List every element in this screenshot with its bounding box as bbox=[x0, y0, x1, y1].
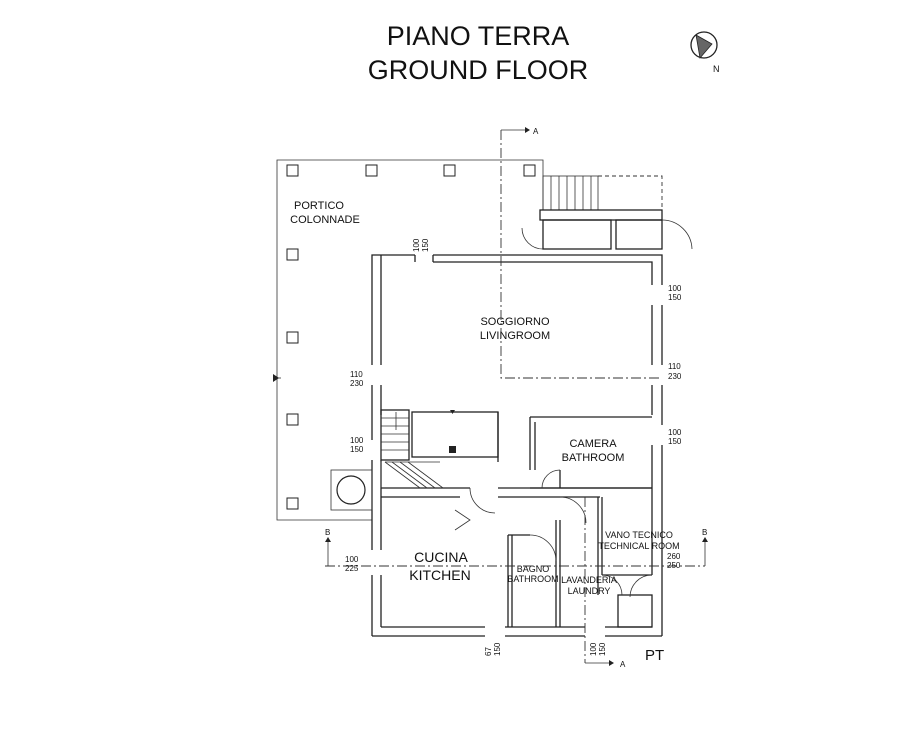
dimension-bottom-left: 67 150 bbox=[484, 642, 502, 656]
svg-text:100: 100 bbox=[668, 284, 682, 293]
svg-text:150: 150 bbox=[350, 445, 364, 454]
round-column bbox=[330, 469, 373, 511]
svg-text:230: 230 bbox=[350, 379, 364, 388]
svg-text:150: 150 bbox=[598, 642, 607, 656]
section-label-b-right: B bbox=[702, 528, 707, 537]
room-label-bagno-en: BATHROOM bbox=[507, 574, 558, 584]
door-swings bbox=[454, 469, 653, 598]
svg-text:225: 225 bbox=[345, 564, 359, 573]
dimension-left-mid: 110 230 bbox=[350, 370, 364, 388]
room-label-laundry: LAUNDRY bbox=[568, 586, 611, 596]
svg-text:110: 110 bbox=[350, 370, 363, 379]
room-label-soggiorno: SOGGIORNO bbox=[480, 316, 550, 328]
room-label-kitchen: KITCHEN bbox=[409, 567, 470, 583]
svg-text:100: 100 bbox=[345, 555, 359, 564]
dimension-kitchen-left: 100 225 bbox=[345, 555, 359, 573]
room-label-bagno: BAGNO bbox=[517, 564, 550, 574]
interior-partitions bbox=[380, 409, 653, 628]
north-label: N bbox=[713, 64, 720, 74]
interior-stair bbox=[380, 410, 456, 489]
svg-text:150: 150 bbox=[668, 437, 682, 446]
section-line-b bbox=[325, 537, 708, 567]
plan-title-english: GROUND FLOOR bbox=[368, 55, 589, 85]
dimension-left-lower: 100 150 bbox=[350, 436, 364, 454]
room-label-lavanderia: LAVANDERIA bbox=[561, 575, 617, 585]
exterior-stair bbox=[521, 175, 693, 250]
room-label-technical-room: TECHNICAL ROOM bbox=[598, 541, 679, 551]
dimension-bottom-right: 100 150 bbox=[589, 642, 607, 656]
section-label-b-left: B bbox=[325, 528, 330, 537]
room-label-cucina: CUCINA bbox=[414, 549, 468, 565]
svg-text:150: 150 bbox=[493, 642, 502, 656]
svg-text:100: 100 bbox=[668, 428, 682, 437]
room-label-camera: CAMERA bbox=[569, 438, 617, 450]
room-label-colonnade: COLONNADE bbox=[290, 214, 360, 226]
plan-title-italian: PIANO TERRA bbox=[387, 21, 570, 51]
svg-text:230: 230 bbox=[668, 372, 682, 381]
svg-text:150: 150 bbox=[421, 238, 430, 252]
dimension-right-upper: 100 150 bbox=[668, 284, 682, 302]
svg-text:250: 250 bbox=[667, 561, 681, 570]
svg-text:67: 67 bbox=[484, 647, 493, 656]
svg-text:100: 100 bbox=[350, 436, 364, 445]
portico-columns bbox=[286, 164, 536, 510]
dimension-camera-right: 100 150 bbox=[668, 428, 682, 446]
room-label-bathroom: BATHROOM bbox=[562, 452, 625, 464]
svg-text:110: 110 bbox=[668, 362, 681, 371]
svg-text:260: 260 bbox=[667, 552, 681, 561]
svg-text:100: 100 bbox=[412, 238, 421, 252]
svg-text:100: 100 bbox=[589, 642, 598, 656]
dimension-top-door: 100 150 bbox=[412, 238, 430, 252]
section-label-a-top: A bbox=[533, 127, 539, 136]
svg-text:150: 150 bbox=[668, 293, 682, 302]
dimension-vano-right: 260 250 bbox=[667, 552, 681, 570]
room-label-livingroom: LIVINGROOM bbox=[480, 330, 550, 342]
room-label-portico: PORTICO bbox=[294, 200, 344, 212]
section-label-a-bottom: A bbox=[620, 660, 626, 669]
dimension-right-mid: 110 230 bbox=[668, 362, 682, 381]
north-arrow-icon bbox=[690, 31, 718, 59]
building-walls bbox=[371, 254, 663, 637]
room-label-vano-tecnico: VANO TECNICO bbox=[605, 530, 673, 540]
floor-code-label: PT bbox=[645, 647, 664, 664]
section-line-a bbox=[500, 127, 662, 666]
